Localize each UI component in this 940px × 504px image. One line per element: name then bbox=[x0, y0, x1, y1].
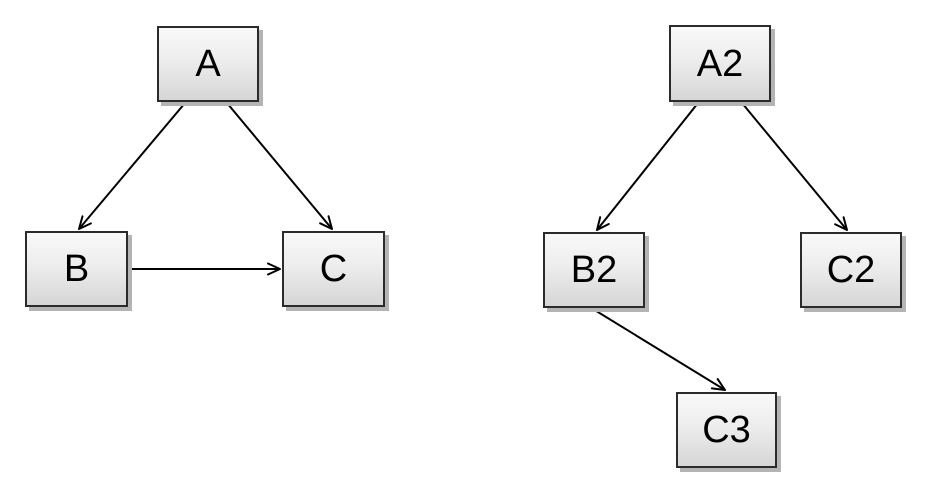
edge-a2-to-b2 bbox=[596, 102, 699, 231]
node-c3-label: C3 bbox=[702, 409, 751, 451]
edge-a-to-c bbox=[226, 102, 333, 230]
node-c3[interactable]: C3 bbox=[676, 392, 777, 468]
node-b-label: B bbox=[63, 248, 90, 290]
node-b2[interactable]: B2 bbox=[543, 232, 645, 308]
node-b2-label: B2 bbox=[570, 249, 618, 291]
node-a2[interactable]: A2 bbox=[669, 25, 771, 102]
node-a-label: A bbox=[195, 43, 221, 85]
node-c2[interactable]: C2 bbox=[800, 232, 902, 308]
node-c[interactable]: C bbox=[282, 231, 385, 307]
node-a[interactable]: A bbox=[157, 26, 259, 102]
edge-a2-to-c2 bbox=[741, 102, 848, 231]
edge-a-to-b bbox=[78, 102, 186, 230]
node-b[interactable]: B bbox=[25, 231, 128, 307]
node-c2-label: C2 bbox=[826, 249, 876, 291]
edge-b2-to-c3 bbox=[592, 308, 726, 391]
node-c-label: C bbox=[319, 248, 348, 290]
node-a2-label: A2 bbox=[696, 42, 744, 85]
